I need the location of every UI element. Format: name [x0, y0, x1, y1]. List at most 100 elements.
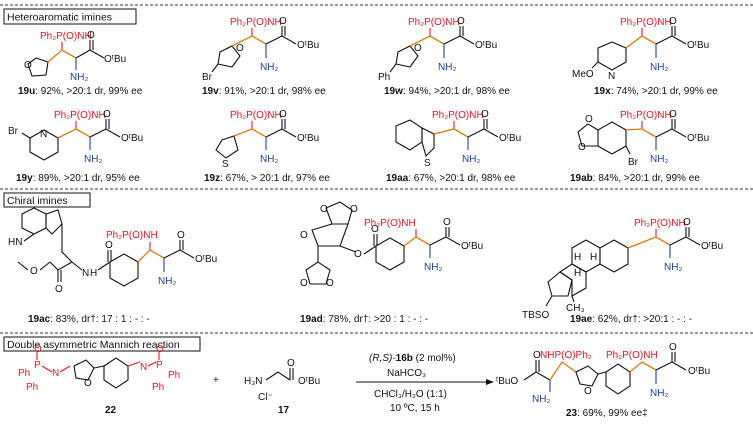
- compound-19ae: H H H TBSO CH₃ Ph₂P(O)NH NH₂ O OᵗBu 19ae…: [522, 217, 723, 325]
- nh2-group: NH₂: [650, 62, 668, 73]
- dioxole-o1: O: [585, 114, 593, 125]
- ph2p-group: Ph₂P(O)NH: [634, 218, 686, 229]
- ph2p-group: Ph₂P(O)NH: [408, 17, 460, 28]
- product-23: ᵗBuO O NH₂ NHP(O)Ph₂ O Ph₂P(O)NH NH₂ O O…: [496, 342, 710, 419]
- ph2p-group: Ph₂P(O)NH: [54, 110, 106, 121]
- compound-19aa: Ph₂P(O)NH S NH₂ O OᵗBu 19aa: 67%, >20:1 …: [386, 109, 521, 184]
- otbu-group: OᵗBu: [461, 241, 483, 252]
- svg-text:19z: 67%, > 20:1 dr, 97% ee: 19z: 67%, > 20:1 dr, 97% ee: [204, 173, 330, 184]
- svg-text:19x: 74%, >20:1 dr, 99% ee: 19x: 74%, >20:1 dr, 99% ee: [594, 86, 718, 97]
- svg-text:19v: 91%, >20:1 dr, 98% ee: 19v: 91%, >20:1 dr, 98% ee: [202, 86, 326, 97]
- otbu-group: OᵗBu: [499, 133, 521, 144]
- thiophene-s: S: [222, 159, 229, 170]
- bromo-group: Br: [202, 72, 213, 83]
- compound-result: : 92%, >20:1 dr, 99% ee: [35, 86, 142, 97]
- compound-label: 19w: [384, 86, 403, 97]
- section-title-double: Double asymmetric Mannich reaction: [7, 339, 180, 351]
- furan-o: O: [24, 60, 32, 71]
- furanose-o: O: [300, 230, 308, 241]
- compound-result: : 67%, >20:1 dr, 98% ee: [408, 173, 515, 184]
- nhp-group: NHP(O)Ph₂: [540, 350, 592, 361]
- phenyl-left-a: Ph: [18, 368, 30, 379]
- compound-label: 19ab: [570, 173, 593, 184]
- furan-ring: [395, 45, 419, 68]
- pyridine-ring: [597, 41, 627, 71]
- svg-text:19ae: 62%, dr†: >20:1 : - : -: 19ae: 62%, dr†: >20:1 : - : -: [570, 314, 692, 325]
- ester-o: O: [55, 284, 63, 295]
- nh2-left: NH₂: [532, 394, 550, 405]
- benzene-ring: [597, 121, 627, 155]
- benzene-ring: [103, 357, 129, 389]
- carbonyl-o: O: [457, 16, 465, 27]
- nh2-group: NH₂: [260, 154, 278, 165]
- reaction-conditions: (R,S)-16b (2 mol%) NaHCO₃ CHCl₃/H₂O (1:1…: [356, 353, 494, 414]
- carbonyl-o: O: [443, 217, 451, 228]
- svg-text:19ad: 78%, dr†: >20 : 1 : - :: 19ad: 78%, dr†: >20 : 1 : - : -: [300, 314, 428, 325]
- nh2-group: NH₂: [650, 154, 668, 165]
- dioxolane-o3: O: [300, 278, 308, 289]
- svg-text:19w: 94%, >20:1 dr, 98% ee: 19w: 94%, >20:1 dr, 98% ee: [384, 86, 510, 97]
- reactant-17: H₃N Cl⁻ O OᵗBu 17: [244, 358, 320, 416]
- indole-hn: HN: [8, 237, 22, 248]
- amide-o: O: [105, 240, 113, 251]
- ph2p-group: Ph₂P(O)NH: [606, 350, 658, 361]
- compound-result: : 74%, >20:1 dr, 99% ee: [611, 86, 718, 97]
- furan-o: O: [84, 378, 92, 389]
- dioxolane-o1: O: [320, 204, 328, 215]
- compound-result: : 78%, dr†: >20 : 1 : - : -: [323, 314, 428, 325]
- otbu-group: OᵗBu: [475, 40, 497, 51]
- furanose-ring: [311, 223, 349, 247]
- methyl-group: CH₃: [566, 303, 585, 314]
- furan-ring: [217, 45, 241, 68]
- dioxolane-o2: O: [350, 204, 358, 215]
- nh2-group: NH₂: [438, 62, 456, 73]
- carbonyl-o: O: [87, 30, 95, 41]
- nh2-group: NH₂: [84, 154, 102, 165]
- furan-ring: [27, 57, 49, 77]
- amide-h: H: [90, 268, 97, 279]
- ph2p-group: Ph₂P(O)NH: [106, 230, 158, 241]
- temperature-time: 10 ºC, 15 h: [390, 403, 440, 414]
- furan-o: O: [236, 43, 244, 54]
- compound-label: 19ad: [300, 314, 323, 325]
- ph2p-group: Ph₂P(O)NH: [40, 31, 92, 42]
- imine-n-left: N: [52, 368, 59, 379]
- benzene-ring: [375, 237, 405, 271]
- indole-pyrrole-ring: [45, 209, 63, 235]
- otbu-group: OᵗBu: [297, 133, 319, 144]
- benzo-ring: [395, 119, 423, 151]
- nh2-group: NH₂: [70, 72, 88, 83]
- reactant-22: P O Ph Ph N O N P O Ph Ph 22: [18, 344, 180, 416]
- section-box-chiral: [3, 192, 91, 208]
- compound-19v: Ph₂P(O)NH O NH₂ O OᵗBu Br 19v: 91%, >20:…: [202, 16, 326, 97]
- phosphoryl-o-left: O: [34, 344, 42, 355]
- catalyst-id: 16b: [396, 353, 413, 364]
- pyridine-n: N: [40, 129, 47, 140]
- otbu-group: OᵗBu: [687, 40, 709, 51]
- bromo-group: Br: [8, 126, 19, 137]
- compound-label: 19z: [204, 173, 220, 184]
- compound-19ab: Ph₂P(O)NH O O Br NH₂ O OᵗBu 19ab: 84%, >…: [570, 109, 709, 184]
- imine-n-right: N: [140, 362, 147, 373]
- otbu-group: OᵗBu: [297, 40, 319, 51]
- compound-label: 19u: [18, 86, 35, 97]
- carbonyl-o-right: O: [669, 342, 677, 353]
- pyridine-n: N: [608, 71, 615, 82]
- indole-benzo-ring: [21, 207, 47, 235]
- svg-text:19u: 92%, >20:1 dr, 99% ee: 19u: 92%, >20:1 dr, 99% ee: [18, 86, 143, 97]
- compound-label: 19y: [16, 173, 33, 184]
- nh2-group: NH₂: [260, 62, 278, 73]
- plus-sign: +: [213, 375, 219, 386]
- compound-19u: Ph₂P(O)NH O NH₂ O OᵗBu 19u: 92%, >20:1 d…: [18, 30, 143, 97]
- otbu-right: OᵗBu: [688, 366, 710, 377]
- catalyst-config: (R,S)-: [369, 353, 396, 364]
- phenyl-right-a: Ph: [168, 370, 180, 381]
- nh2-group: NH₂: [424, 262, 442, 273]
- compound-result: : 94%, >20:1 dr, 98% ee: [403, 86, 510, 97]
- ester-carbonyl-o: O: [371, 224, 379, 235]
- otbu-group: OᵗBu: [104, 54, 126, 65]
- ester-o: O: [354, 249, 362, 260]
- benzene-ring: [109, 253, 139, 287]
- ph2p-group: Ph₂P(O)NH: [230, 110, 282, 121]
